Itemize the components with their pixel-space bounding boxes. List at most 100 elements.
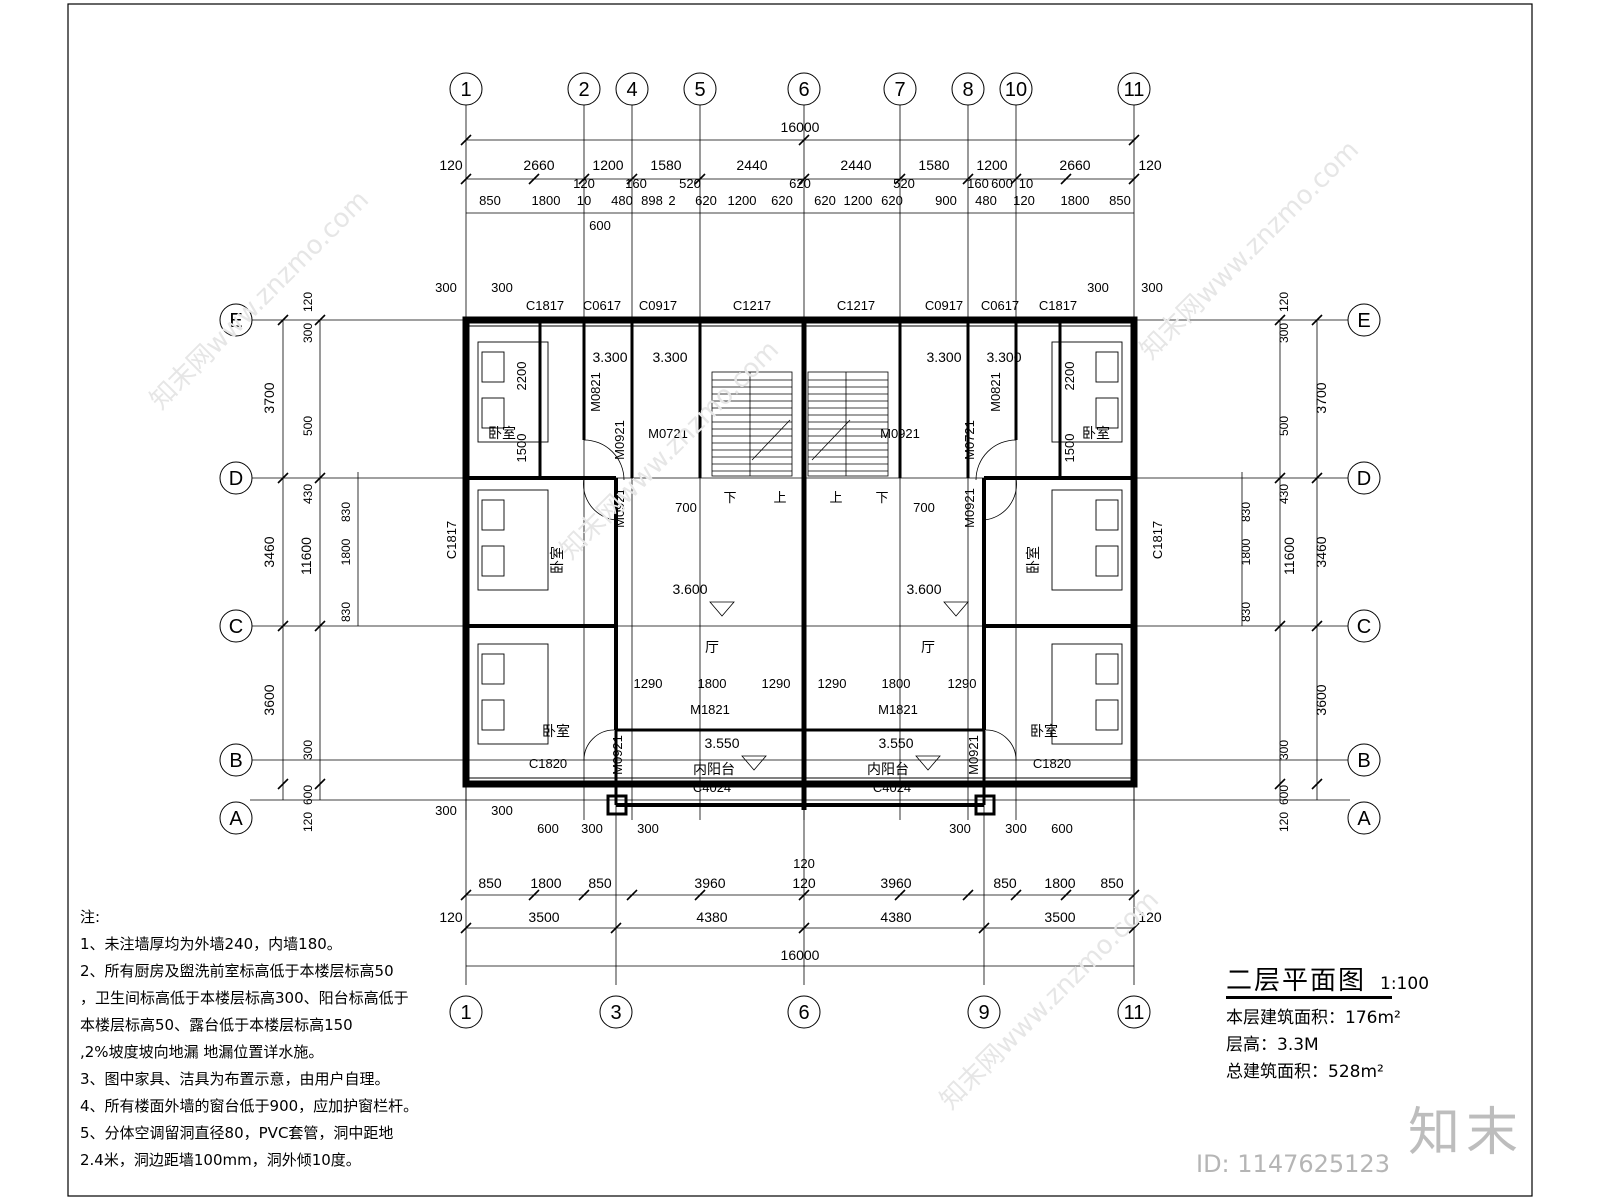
window-label: C1820 [529,756,567,771]
dim-top-row2: 850 [479,193,501,208]
level-symbol [943,601,969,617]
level-mark: 3.550 [704,735,739,751]
axis-bubble-top-label: 4 [626,79,637,101]
dim-right-sub: 120 [1277,812,1291,832]
dim-bottom-misc: 300 [435,803,457,818]
floor-height: 层高：3.3M [1226,1035,1319,1055]
room-dimension: 1290 [634,676,663,691]
door-label: M0921 [880,426,920,441]
dim-right-part: 3600 [1313,684,1329,715]
axis-bubble-top-label: 1 [460,79,471,101]
dim-corner: 300 [1141,280,1163,295]
dim-top-row1: 1580 [650,157,681,173]
dim-top-row2: 10 [577,193,591,208]
dim-top-row2: 620 [881,193,903,208]
axis-bubble-right-label: E [1357,310,1370,332]
room-label: 内阳台 [693,761,735,777]
dim-top-extra: 160 [967,176,989,191]
dim-top-row1: 120 [439,157,463,173]
door-label: M0821 [988,372,1003,412]
axis-bubble-bottom-label: 11 [1124,1002,1145,1024]
room-dimension: 1290 [948,676,977,691]
notes-heading: 注: [80,908,101,926]
dim-right-sub: 500 [1277,416,1291,436]
dim-right-sub: 120 [1277,292,1291,312]
dim-corner: 300 [491,280,513,295]
door-label: M1821 [690,702,730,717]
dim-bottom-row1: 120 [792,875,816,891]
axis-bubble-right-label: D [1357,468,1371,490]
window-label: C1817 [526,298,564,313]
dim-top-extra: 620 [789,176,811,191]
axis-bubble-bottom [599,995,633,1029]
axis-bubble-left [219,609,253,643]
dim-bottom-row1: 1800 [1044,875,1075,891]
dim-top-row2: 120 [1013,193,1035,208]
axis-bubble-bottom-label: 1 [460,1002,471,1024]
window-label: C1217 [837,298,875,313]
stair-direction: 上 [829,490,842,505]
axis-bubble-top-label: 11 [1124,79,1145,101]
dim-top-extra: 520 [679,176,701,191]
axis-bubble-top [567,72,601,106]
drawing-title: 二层平面图 [1226,966,1367,996]
dim-top-row2: 1800 [532,193,561,208]
axis-bubble-left-label: B [229,750,242,772]
dim-left-part: 3460 [261,536,277,567]
window-label: C1817 [1150,521,1165,559]
dim-top-row1: 1200 [976,157,1007,173]
dim-top-row2: 480 [611,193,633,208]
room-label: 卧室 [549,546,565,574]
stair-break [751,419,791,461]
room-label: 厅 [921,639,935,655]
window-label: C0917 [925,298,963,313]
dim-right-total: 11600 [1281,537,1297,575]
note-line: 4、所有楼面外墙的窗台低于900，应加护窗栏杆。 [80,1097,419,1115]
stairs [711,371,889,477]
dim-bottom-row1: 850 [588,875,612,891]
dim-left-sub: 120 [301,812,315,832]
room-dimension: 1500 [1062,434,1077,463]
room-label: 卧室 [1025,546,1041,574]
axis-bubble-top-label: 7 [894,79,905,101]
axis-bubble-top [951,72,985,106]
room-dimension: 1290 [818,676,847,691]
axis-bubble-top-label: 10 [1005,79,1027,101]
dim-left-sub: 830 [339,502,353,522]
dim-bottom-misc: 300 [1005,821,1027,836]
dimension-ticks [277,134,1323,934]
note-line: 2.4米，洞边距墙100mm，洞外倾10度。 [80,1151,361,1169]
note-line: ,2%坡度坡向地漏 地漏位置详水施。 [80,1043,324,1061]
axis-bubble-bottom-label: 9 [978,1002,989,1024]
building-walls [462,316,1138,816]
door-label: M0721 [962,420,977,460]
pillow [481,397,505,429]
axis-bubble-top [615,72,649,106]
dim-right-sub: 300 [1277,323,1291,343]
axis-bubble-bottom-label: 3 [610,1002,621,1024]
dim-top-row1: 120 [1138,157,1162,173]
axis-bubble-right [1347,303,1381,337]
pillow [1095,699,1119,731]
dim-top-extra: 120 [573,176,595,191]
door-label: M0921 [962,488,977,528]
axis-bubble-left-label: A [229,808,243,830]
axis-grid [250,100,1350,985]
dim-top-row2: 1200 [728,193,757,208]
level-mark: 3.300 [926,349,961,365]
axis-bubble-left-label: E [229,310,242,332]
dim-corner: 300 [1087,280,1109,295]
axis-bubble-left-label: D [229,468,243,490]
axis-bubble-bottom [449,995,483,1029]
notes-block: 注: 1、未注墙厚均为外墙240，内墙180。 2、所有厨房及盥洗前室标高低于本… [80,904,440,1174]
dim-top-extra: 600 [589,218,611,233]
drawing-frame [67,3,1533,1197]
dim-top-extra: 10 [1019,176,1033,191]
dim-bottom-misc: 120 [793,856,815,871]
door-label: M1821 [878,702,918,717]
axis-bubble-top [999,72,1033,106]
dim-bottom-misc: 600 [537,821,559,836]
axis-bubble-top-label: 5 [694,79,705,101]
